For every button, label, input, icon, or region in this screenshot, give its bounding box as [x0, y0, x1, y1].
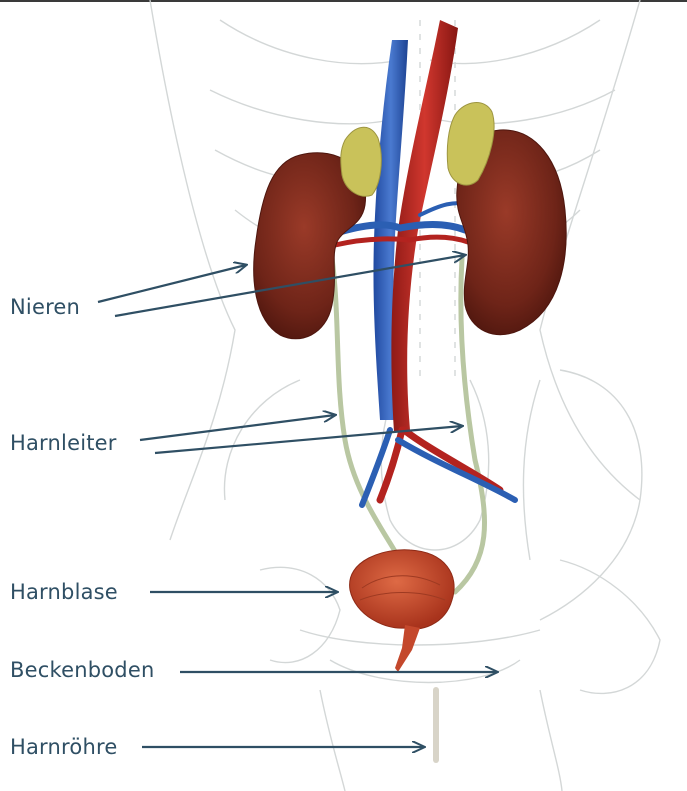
- iliac-vessels: [362, 430, 515, 505]
- bladder: [350, 550, 455, 672]
- label-harnleiter: Harnleiter: [10, 431, 117, 455]
- label-harnroehre: Harnröhre: [10, 735, 117, 759]
- label-harnblase: Harnblase: [10, 580, 118, 604]
- label-beckenboden: Beckenboden: [10, 658, 154, 682]
- label-nieren: Nieren: [10, 295, 80, 319]
